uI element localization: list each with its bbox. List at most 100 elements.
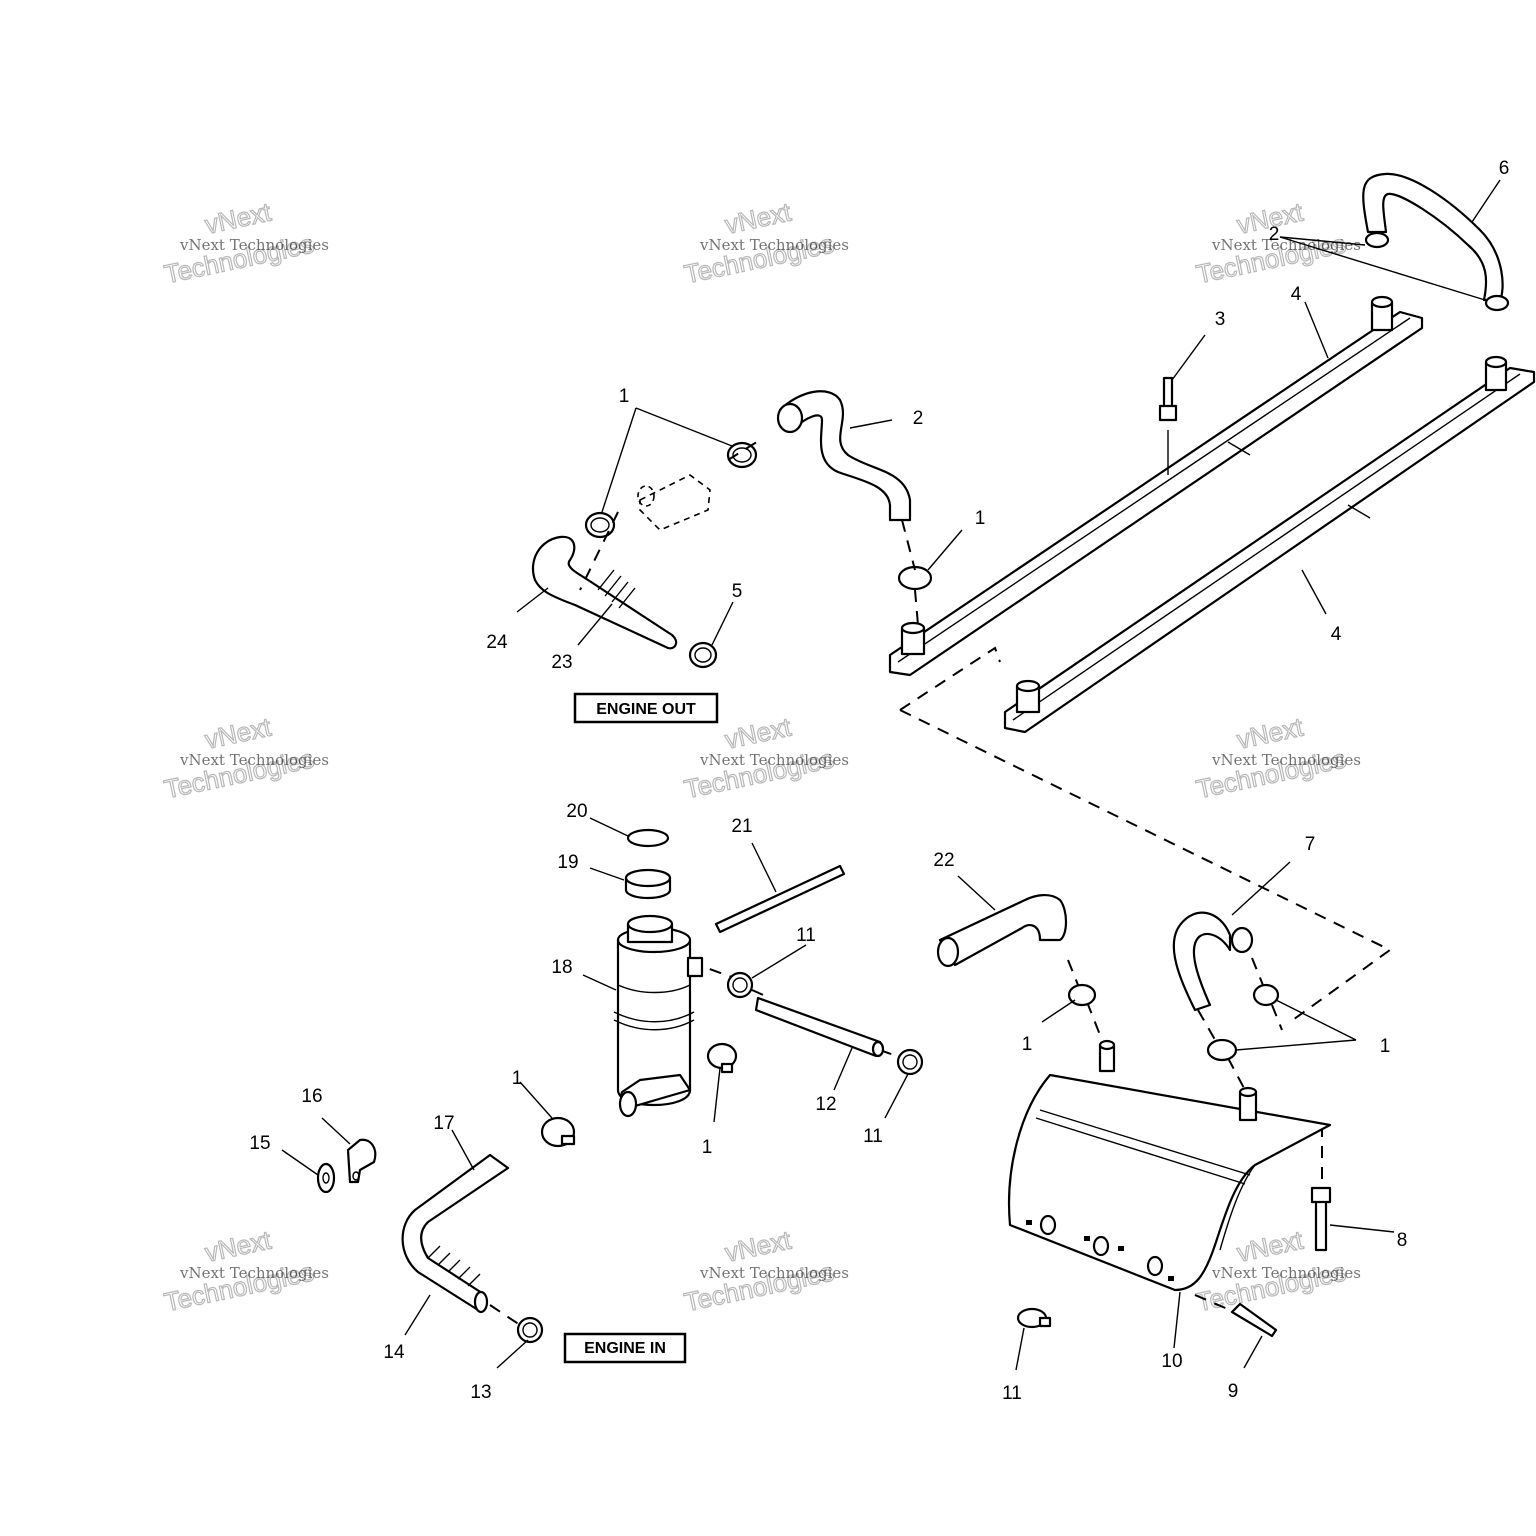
callout-19: 19 <box>557 852 578 873</box>
callout-8: 8 <box>1397 1230 1408 1251</box>
svg-text:vNext: vNext <box>722 197 794 240</box>
vent-tube <box>714 864 846 934</box>
hose-clamp <box>897 565 933 591</box>
callout-17: 17 <box>433 1113 454 1134</box>
routing-line <box>914 589 919 626</box>
engine-in-elbow-hose <box>401 1153 510 1314</box>
callout-6: 6 <box>1499 158 1510 179</box>
hose-clamp <box>726 971 754 999</box>
hose-clamp <box>516 1316 544 1344</box>
stud <box>1310 1186 1332 1252</box>
routing-line <box>579 511 619 591</box>
routing-line <box>727 439 761 461</box>
hose-clamp <box>706 1042 738 1074</box>
svg-text:vNext Technologies: vNext Technologies <box>1211 1264 1361 1282</box>
svg-text:ENGINE OUT: ENGINE OUT <box>596 701 696 718</box>
callout-14: 14 <box>383 1342 405 1363</box>
callout-1: 1 <box>512 1068 523 1089</box>
engine-in-label: ENGINE IN <box>563 1332 687 1364</box>
callout-1: 1 <box>619 386 630 407</box>
svg-text:vNext: vNext <box>1234 1225 1306 1268</box>
watermark: Technologies vNext vNext Technologies <box>161 196 329 290</box>
routing-line <box>751 989 771 999</box>
svg-text:vNext Technologies: vNext Technologies <box>699 751 849 769</box>
svg-text:vNext Technologies: vNext Technologies <box>699 236 849 254</box>
svg-text:vNext: vNext <box>202 197 274 240</box>
routing-line <box>1227 1057 1246 1091</box>
washer <box>316 1162 336 1194</box>
bypass-tube <box>754 996 885 1058</box>
callout-2: 2 <box>1269 224 1280 245</box>
watermark: Technologies vNext vNext Technologies <box>681 1224 849 1318</box>
svg-text:vNext: vNext <box>722 1225 794 1268</box>
watermark: Technologies vNext vNext Technologies <box>161 1224 329 1318</box>
hose-clamp <box>1016 1307 1052 1329</box>
svg-text:vNext Technologies: vNext Technologies <box>179 751 329 769</box>
watermarks: Technologies vNext vNext Technologies Te… <box>161 196 1361 1318</box>
hose-clamp <box>896 1048 924 1076</box>
callout-10: 10 <box>1161 1351 1182 1372</box>
watermark: Technologies vNext vNext Technologies <box>1193 1224 1361 1318</box>
callout-7: 7 <box>1305 834 1316 855</box>
watermark: Technologies vNext vNext Technologies <box>1193 711 1361 805</box>
engine-out-elbow-hose <box>531 535 678 650</box>
leader-lines <box>281 179 1501 1371</box>
coolant-hose <box>936 894 1068 968</box>
bolt <box>1158 376 1178 475</box>
callout-1: 1 <box>702 1137 713 1158</box>
routing-line <box>1086 1001 1103 1041</box>
callout-11: 11 <box>796 925 816 946</box>
callout-11: 11 <box>1002 1383 1022 1404</box>
svg-text:vNext Technologies: vNext Technologies <box>699 1264 849 1282</box>
svg-text:vNext: vNext <box>722 712 794 755</box>
callout-15: 15 <box>249 1133 270 1154</box>
svg-text:vNext: vNext <box>202 1225 274 1268</box>
hose-clamp <box>540 1116 576 1148</box>
callouts: 1 2 3 4 6 2 1 4 5 24 23 20 19 21 22 7 18… <box>249 158 1509 1404</box>
callout-21: 21 <box>731 816 752 837</box>
callout-16: 16 <box>301 1086 322 1107</box>
connector-phantom <box>637 474 711 531</box>
callout-11: 11 <box>863 1126 883 1147</box>
hose-clamp <box>726 441 758 469</box>
watermark: Technologies vNext vNext Technologies <box>681 711 849 805</box>
callout-4: 4 <box>1331 624 1342 645</box>
reservoir-cap <box>624 868 672 900</box>
crossover-hose <box>1279 172 1510 312</box>
svg-text:vNext Technologies: vNext Technologies <box>179 1264 329 1282</box>
hose-clamp <box>1206 1038 1238 1062</box>
hose-clamp <box>688 641 718 669</box>
callout-5: 5 <box>732 581 743 602</box>
callout-9: 9 <box>1228 1381 1239 1402</box>
routing-line <box>1271 1004 1283 1031</box>
mounting-bracket <box>346 1138 377 1184</box>
svg-text:vNext Technologies: vNext Technologies <box>1211 751 1361 769</box>
callout-2: 2 <box>913 408 924 429</box>
engine-out-label: ENGINE OUT <box>573 692 719 724</box>
hose-clamp <box>1252 983 1280 1007</box>
engine-out-hose <box>776 390 912 522</box>
callout-20: 20 <box>566 801 587 822</box>
hose-clamp <box>1067 983 1097 1007</box>
heat-exchanger-rail-upper <box>888 295 1424 677</box>
callout-4: 4 <box>1291 284 1302 305</box>
svg-text:vNext: vNext <box>202 712 274 755</box>
routing-line <box>901 519 916 571</box>
svg-text:vNext: vNext <box>1234 712 1306 755</box>
routing-line <box>489 1304 521 1326</box>
callout-23: 23 <box>551 652 572 673</box>
heat-exchanger-rail-lower <box>1003 355 1536 734</box>
routing-line <box>899 646 1001 711</box>
callout-13: 13 <box>470 1382 491 1403</box>
svg-text:ENGINE IN: ENGINE IN <box>584 1340 666 1357</box>
callout-3: 3 <box>1215 309 1226 330</box>
callout-1: 1 <box>1022 1034 1033 1055</box>
callout-1: 1 <box>975 508 986 529</box>
routing-line <box>1194 1294 1231 1311</box>
watermark: Technologies vNext vNext Technologies <box>161 711 329 805</box>
watermark: Technologies vNext vNext Technologies <box>681 196 849 290</box>
hose-clamp <box>584 511 616 539</box>
coolant-hose-j <box>1172 911 1254 1012</box>
